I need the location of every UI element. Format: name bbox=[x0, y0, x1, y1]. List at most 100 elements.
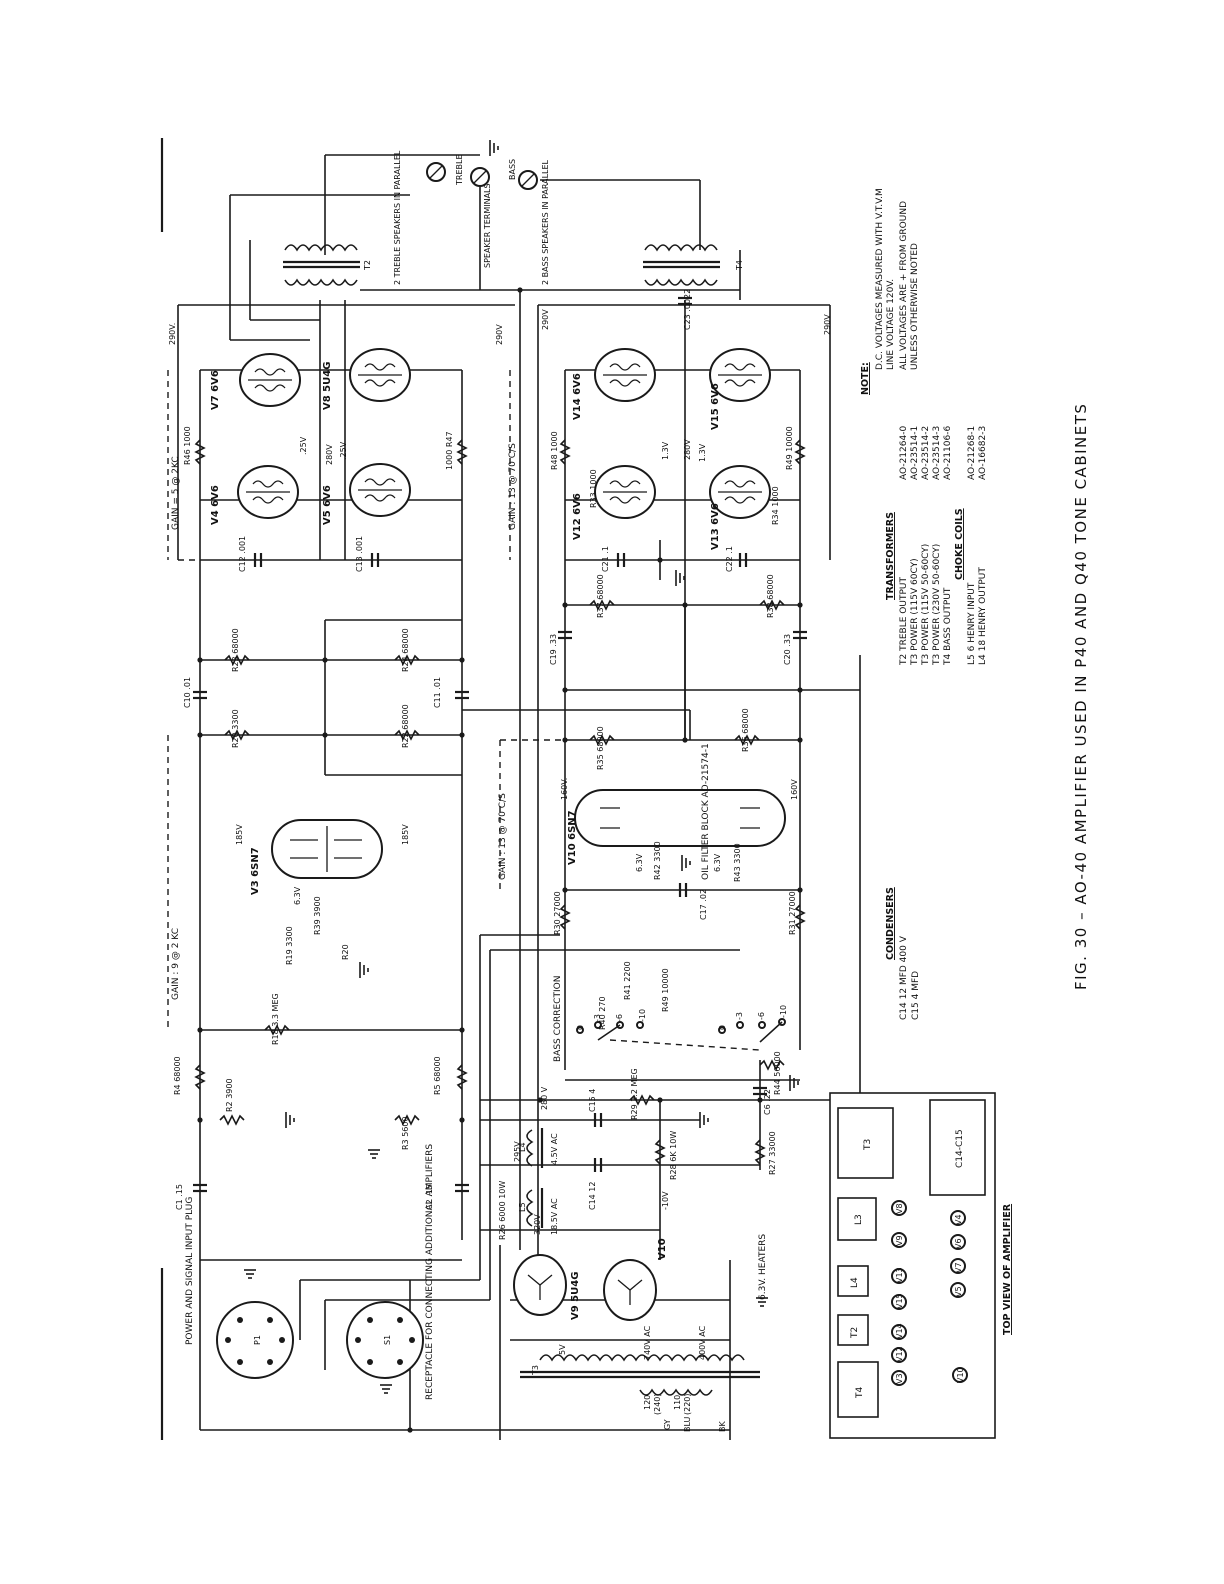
svg-text:AO-23514-2: AO-23514-2 bbox=[921, 426, 931, 480]
resistor-r23 bbox=[394, 729, 420, 741]
switch-position: 0 bbox=[718, 1025, 727, 1030]
voltage-label: 5V bbox=[558, 1344, 567, 1355]
capacitor-c19 bbox=[558, 630, 572, 640]
resistor-r35 bbox=[589, 734, 615, 746]
resistor-label: 1000 R47 bbox=[445, 431, 454, 470]
resistor-r3 bbox=[394, 1114, 420, 1126]
switch-position: -10 bbox=[638, 1009, 647, 1022]
resistor-label: R43 3300 bbox=[733, 843, 742, 882]
tube-v13 bbox=[709, 465, 771, 519]
p1-label: P1 bbox=[253, 1335, 262, 1345]
svg-text:AO-23514-3: AO-23514-3 bbox=[932, 426, 942, 480]
resistor-label: R5 68000 bbox=[433, 1056, 442, 1095]
resistor-label: R26 6000 10W bbox=[498, 1181, 507, 1240]
resistor-label: R18 3.3 MEG bbox=[271, 993, 280, 1045]
primary-tap: (220) bbox=[683, 1393, 692, 1415]
capacitor-c6 bbox=[753, 1086, 767, 1096]
resistor-label: R49 10000 bbox=[661, 968, 670, 1012]
voltage-label: 320V bbox=[533, 1214, 542, 1235]
svg-text:C14-C15: C14-C15 bbox=[955, 1129, 965, 1168]
resistor-label: R48 1000 bbox=[550, 431, 559, 470]
tube-v10 bbox=[574, 789, 786, 847]
tube-v9 bbox=[603, 1259, 657, 1321]
input-plug-label: POWER AND SIGNAL INPUT PLUG bbox=[185, 1197, 195, 1345]
l5-label: L5 bbox=[518, 1202, 527, 1212]
tube-label: V12 6V6 bbox=[572, 493, 583, 540]
l4-label: L4 bbox=[518, 1142, 527, 1152]
voltage-label: 185V bbox=[401, 824, 410, 845]
svg-text:AO-21268-1: AO-21268-1 bbox=[967, 426, 977, 480]
resistor-label: R38 68000 bbox=[766, 574, 775, 618]
resistor-label: R28 6K 10W bbox=[669, 1131, 678, 1180]
resistor-label: R46 1000 bbox=[183, 426, 192, 465]
resistor-r45 bbox=[194, 439, 206, 465]
svg-text:C15 4 MFD: C15 4 MFD bbox=[911, 971, 921, 1020]
capacitor-label: C12 .001 bbox=[238, 536, 247, 572]
svg-text:V15: V15 bbox=[895, 1293, 904, 1309]
switch-position: -3 bbox=[735, 1012, 744, 1020]
speaker-terminal bbox=[470, 167, 490, 187]
wire-color: GY bbox=[663, 1419, 672, 1430]
wire-color: BK bbox=[718, 1421, 727, 1432]
resistor-label: R24 68000 bbox=[401, 628, 410, 672]
resistor-r48 bbox=[794, 439, 806, 465]
capacitor-label: C23 .0022 bbox=[683, 289, 692, 330]
capacitor-label: C19 .33 bbox=[549, 634, 558, 665]
svg-text:V5: V5 bbox=[954, 1286, 963, 1297]
capacitor-c2 bbox=[455, 1183, 469, 1193]
svg-text:NOTE:: NOTE: bbox=[860, 362, 871, 395]
tube-label: V10 6SN7 bbox=[567, 810, 578, 865]
capacitor-label: C17 .02 bbox=[699, 889, 708, 920]
svg-text:T4: T4 bbox=[855, 1387, 865, 1399]
resistor-label: R29 2.2 MEG bbox=[630, 1068, 639, 1120]
svg-text:TOP VIEW OF AMPLIFIER: TOP VIEW OF AMPLIFIER bbox=[1002, 1203, 1013, 1335]
switch-position: -6 bbox=[757, 1012, 766, 1020]
svg-text:T3 POWER (115V 50-60CY): T3 POWER (115V 50-60CY) bbox=[921, 544, 931, 666]
tube-v7 bbox=[349, 348, 411, 402]
svg-text:L3: L3 bbox=[854, 1214, 864, 1225]
switch-position: -3 bbox=[593, 1014, 602, 1022]
capacitor-c11 bbox=[455, 690, 469, 700]
resistor-label: R4 68000 bbox=[173, 1056, 182, 1095]
t2-label: T2 bbox=[363, 260, 372, 271]
ground-symbol bbox=[489, 140, 499, 156]
svg-text:CONDENSERS: CONDENSERS bbox=[885, 887, 896, 960]
bass-correction-label: BASS CORRECTION bbox=[553, 976, 563, 1062]
gain-label: GAIN : 13 @ 70 C/S bbox=[498, 793, 508, 880]
treble-label: TREBLE bbox=[455, 155, 464, 187]
voltage-label: 18.5V AC bbox=[550, 1198, 559, 1235]
svg-text:ALL VOLTAGES ARE + FROM GROUND: ALL VOLTAGES ARE + FROM GROUND bbox=[899, 201, 909, 370]
resistor-label: R33 1000 bbox=[589, 469, 598, 508]
capacitor-c15 bbox=[593, 1113, 603, 1127]
primary-tap: 120 bbox=[643, 1395, 652, 1410]
tube-label: V14 6V6 bbox=[572, 373, 583, 420]
top-view-l3 bbox=[837, 1197, 877, 1241]
voltage-label: 6.3V bbox=[293, 886, 302, 905]
svg-text:LINE VOLTAGE 120V.: LINE VOLTAGE 120V. bbox=[886, 279, 896, 370]
gain-label: GAIN : 13 @ 70 C/S bbox=[508, 443, 518, 530]
switch-linkage bbox=[609, 1039, 761, 1051]
svg-text:V10: V10 bbox=[956, 1367, 965, 1383]
voltage-label: 290V. bbox=[168, 323, 177, 345]
capacitor-c12 bbox=[253, 553, 263, 567]
gain-label: GAIN = 5 @ 2KC bbox=[171, 456, 181, 530]
receptacle-label: RECEPTACLE FOR CONNECTING ADDITIONAL AMP… bbox=[425, 1144, 435, 1400]
capacitor-c17 bbox=[678, 883, 688, 897]
s1-label: S1 bbox=[383, 1335, 392, 1345]
resistor-label: R44 56000 bbox=[773, 1051, 782, 1095]
voltage-label: 280V bbox=[325, 444, 334, 465]
top-view-amplifier: T4 T2 L4 L3 T3 C14-C15 V3 V12 V14 V15 V1… bbox=[829, 1092, 1013, 1439]
resistor-r27 bbox=[754, 1139, 766, 1165]
capacitor-label: C21 .1 bbox=[601, 546, 610, 572]
svg-text:UNLESS OTHERWISE NOTED: UNLESS OTHERWISE NOTED bbox=[910, 243, 920, 370]
voltage-label: 280V bbox=[683, 439, 692, 460]
switch-position: -10 bbox=[779, 1005, 788, 1018]
svg-text:CHOKE COILS: CHOKE COILS bbox=[954, 508, 965, 580]
resistor-label: R19 3300 bbox=[285, 926, 294, 965]
note-legend: NOTE: D.C. VOLTAGES MEASURED WITH V.T.V.… bbox=[860, 188, 920, 395]
resistor-label: R2 3900 bbox=[225, 1078, 234, 1112]
capacitor-c14 bbox=[593, 1158, 603, 1172]
capacitor-label: C11 .01 bbox=[433, 677, 442, 708]
